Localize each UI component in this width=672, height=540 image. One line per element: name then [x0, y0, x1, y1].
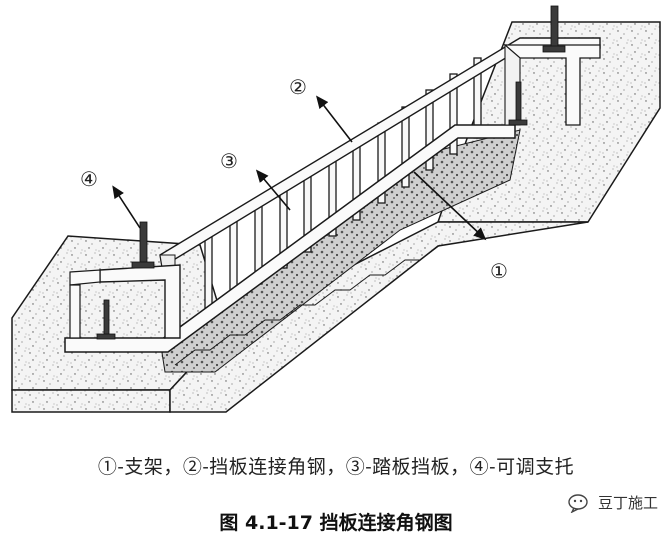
callout-1-label: ①: [490, 259, 508, 283]
callout-arrows: [112, 95, 487, 241]
stair-formwork-diagram: ① ② ③ ④: [11, 5, 661, 413]
arrow-3: [255, 169, 291, 211]
wechat-bubble-icon: [568, 493, 588, 513]
arrow-1: [413, 171, 487, 241]
figure-legend: ①-支架，②-挡板连接角钢，③-踏板挡板，④-可调支托: [97, 456, 575, 478]
figure-caption: 图 4.1-17 挡板连接角钢图: [219, 512, 453, 534]
arrow-2: [316, 95, 353, 143]
stair-flight: [159, 129, 589, 413]
callout-2-label: ②: [289, 75, 307, 99]
stair-steps: [174, 244, 441, 366]
support-frame: [64, 43, 601, 353]
callout-3-label: ③: [220, 149, 238, 173]
adjustable-supports: [96, 5, 566, 340]
callout-4-label: ④: [80, 167, 98, 191]
watermark-text: 豆丁施工: [597, 494, 658, 512]
watermark: 豆丁施工: [568, 492, 658, 513]
arrow-4: [112, 185, 141, 229]
